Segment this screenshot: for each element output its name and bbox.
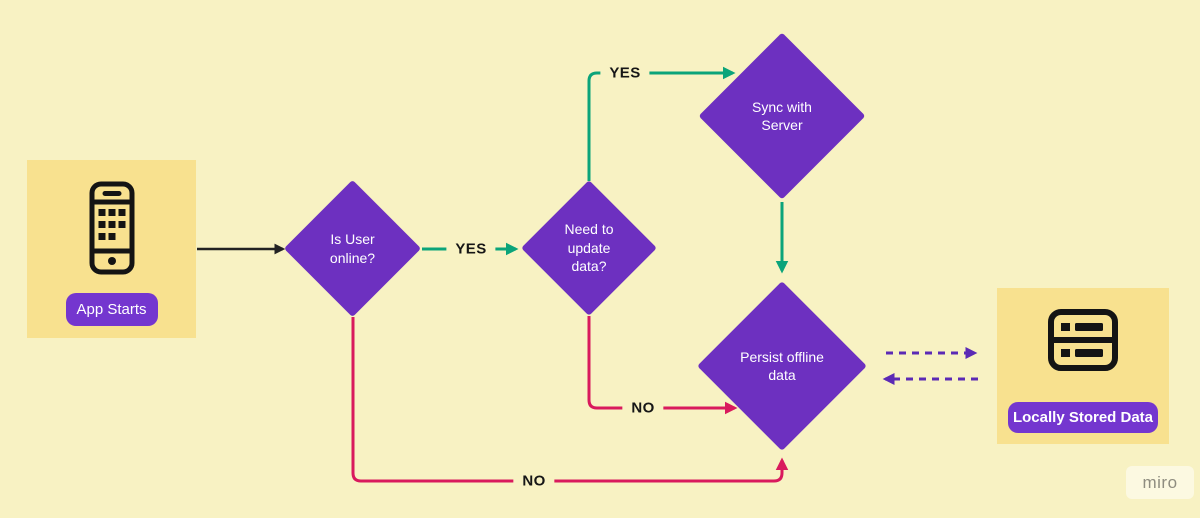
server-icon bbox=[1048, 309, 1118, 371]
edge-label-online-yes: YES bbox=[446, 239, 496, 259]
persist-offline-data-label: Persist offline data bbox=[740, 348, 824, 383]
edge-label-update-yes: YES bbox=[600, 63, 650, 83]
node-need-update-data: Need to update data? bbox=[521, 180, 657, 316]
node-locally-stored-data: Locally Stored Data bbox=[997, 288, 1169, 444]
edge-label-update-no: NO bbox=[622, 398, 664, 418]
miro-watermark: miro bbox=[1126, 466, 1194, 499]
edge-label-online-no: NO bbox=[513, 471, 555, 491]
need-update-data-label: Need to update data? bbox=[564, 221, 614, 275]
node-persist-offline-data: Persist offline data bbox=[697, 281, 867, 451]
app-starts-label: App Starts bbox=[65, 293, 158, 326]
node-sync-with-server: Sync with Server bbox=[698, 32, 866, 200]
sync-with-server-label: Sync with Server bbox=[752, 98, 812, 133]
locally-stored-data-label: Locally Stored Data bbox=[1008, 402, 1158, 433]
node-is-user-online: Is User online? bbox=[283, 179, 422, 318]
edge-update-yes bbox=[587, 66, 736, 181]
edge-update-no bbox=[587, 316, 738, 415]
is-user-online-label: Is User online? bbox=[329, 231, 376, 266]
edge-online-no bbox=[351, 317, 789, 483]
smartphone-icon bbox=[88, 181, 136, 275]
node-app-starts: App Starts bbox=[27, 160, 196, 338]
